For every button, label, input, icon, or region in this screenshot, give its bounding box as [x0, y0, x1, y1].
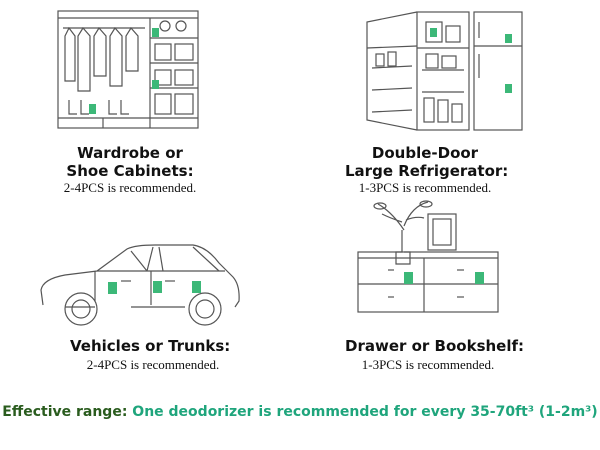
deodorizer-box-icon [505, 34, 512, 43]
deodorizer-box-icon [430, 28, 437, 37]
deodorizer-box-icon [505, 84, 512, 93]
effective-range-line: Effective range: One deodorizer is recom… [0, 404, 600, 420]
deodorizer-box-icon [89, 104, 96, 114]
refrigerator-title: Double-Door Large Refrigerator: [345, 144, 509, 180]
drawer-recommendation: 1-3PCS is recommended. [361, 357, 495, 372]
refrigerator-illustration-icon [362, 8, 527, 138]
deodorizer-box-icon [404, 272, 413, 284]
wardrobe-title: Wardrobe or Shoe Cabinets: [55, 144, 205, 180]
vehicle-title: Vehicles or Trunks: [70, 337, 231, 355]
deodorizer-box-icon [152, 28, 159, 37]
wardrobe-title-line2: Shoe Cabinets: [66, 162, 194, 180]
refrigerator-title-line1: Double-Door [371, 144, 479, 162]
vehicle-recommendation: 2-4PCS is recommended. [86, 357, 220, 372]
effective-range-label: Effective range: [2, 404, 128, 420]
wardrobe-title-line1: Wardrobe or [77, 144, 183, 162]
car-illustration-icon [35, 235, 245, 330]
effective-range-text: One deodorizer is recommended for every … [132, 404, 598, 420]
deodorizer-box-icon [152, 80, 159, 89]
drawer-title: Drawer or Bookshelf: [345, 337, 525, 355]
refrigerator-title-line2: Large Refrigerator: [345, 162, 509, 180]
wardrobe-illustration-icon [55, 8, 205, 138]
deodorizer-box-icon [192, 281, 201, 293]
wardrobe-recommendation: 2-4PCS is recommended. [63, 180, 197, 195]
deodorizer-box-icon [475, 272, 484, 284]
refrigerator-recommendation: 1-3PCS is recommended. [358, 180, 492, 195]
deodorizer-box-icon [153, 281, 162, 293]
deodorizer-box-icon [108, 282, 117, 294]
drawer-cabinet-illustration-icon [352, 192, 502, 317]
